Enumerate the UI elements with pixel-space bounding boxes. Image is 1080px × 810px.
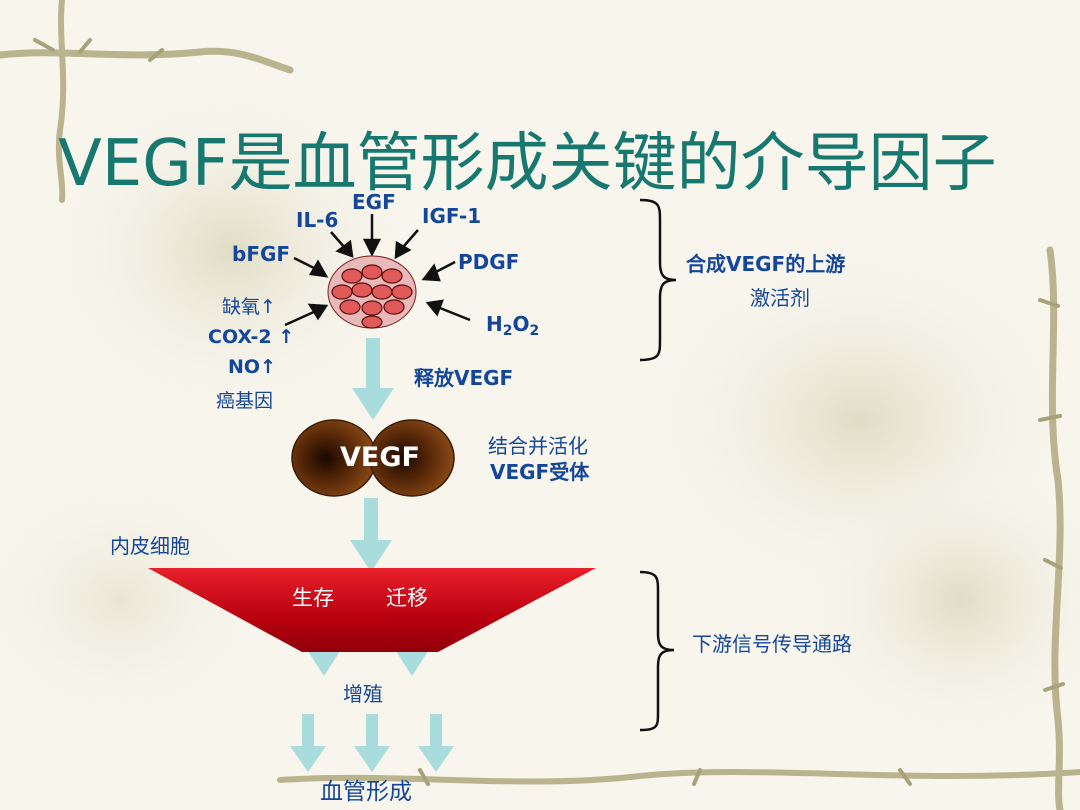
upstream-note-line1: 合成VEGF的上游 [686,252,846,276]
downstream-note: 下游信号传导通路 [692,632,852,656]
output-arrow-middle [354,714,390,772]
label-egf: EGF [352,190,396,214]
migration-label: 迁移 [386,586,428,610]
output-arrow-right [418,714,454,772]
angiogenesis-label: 血管形成 [320,779,412,805]
arrow-hypoxia [284,303,329,327]
endothelial-cell-shape [148,568,596,652]
label-no: NO↑ [228,356,276,378]
survival-label: 生存 [292,586,334,610]
release-label: 释放VEGF [414,366,514,390]
receptor-line2: VEGF受体 [490,460,590,484]
label-igf1: IGF-1 [422,204,482,228]
arrow-pdgf [421,260,456,282]
release-arrow [352,338,394,420]
receptor-line1: 结合并活化 [488,434,588,458]
label-oncogene: 癌基因 [216,390,274,412]
upstream-brace [639,198,677,362]
activation-arrow [350,498,392,572]
arrow-igf1 [394,229,419,260]
vine-bottom [277,769,1080,785]
label-cox2: COX-2 ↑ [208,326,295,348]
inducer-arrows [284,214,471,327]
proliferation-label: 增殖 [343,682,383,706]
arrow-bfgf [293,256,329,278]
endothelial-label: 内皮细胞 [110,534,190,558]
label-bfgf: bFGF [232,242,291,266]
output-arrow-left [290,714,326,772]
label-hypoxia: 缺氧↑ [222,296,276,318]
vegf-dimer [291,419,455,497]
label-il6: IL-6 [296,208,339,232]
label-pdgf: PDGF [458,250,520,274]
arrow-h2o2 [425,299,471,322]
arrow-il6 [330,231,354,258]
vine-right [1046,246,1064,810]
vegf-label: VEGF [340,442,420,473]
cell-cluster [327,255,417,329]
label-h2o2: H2O2 [486,312,540,340]
vine-left-vertical [55,0,67,203]
downstream-brace [639,570,675,732]
vine-top-left [0,47,294,74]
upstream-note-line2: 激活剂 [750,286,810,310]
page-title: VEGF是血管形成关键的介导因子 [58,127,997,201]
arrow-egf [362,214,382,257]
